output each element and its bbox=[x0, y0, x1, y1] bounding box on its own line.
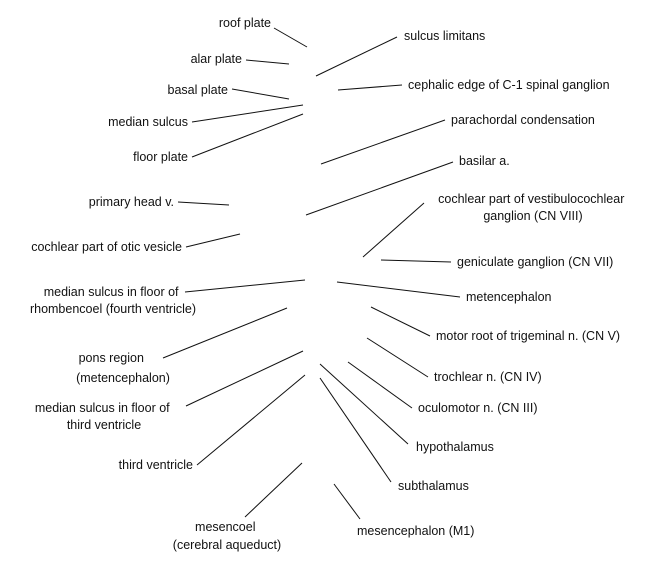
leader-primary-head-v bbox=[177, 201, 230, 206]
label-cochlear-vestibulocochlear: cochlear part of vestibulocochlear gangl… bbox=[438, 192, 628, 223]
label-basal-plate: basal plate bbox=[168, 83, 229, 97]
label-metencephalon: metencephalon bbox=[466, 290, 552, 304]
leader-third-ventricle bbox=[196, 374, 306, 466]
leader-pons-region bbox=[162, 307, 288, 359]
label-cephalic-edge-c1: cephalic edge of C-1 spinal ganglion bbox=[408, 78, 610, 92]
leader-median-sulcus bbox=[191, 104, 304, 123]
leader-hypothalamus bbox=[319, 363, 409, 445]
leader-subthalamus bbox=[319, 377, 392, 483]
label-sulcus-limitans: sulcus limitans bbox=[404, 29, 485, 43]
leader-median-sulcus-rhombencoel bbox=[184, 279, 306, 293]
label-alar-plate: alar plate bbox=[191, 52, 242, 66]
leader-median-sulcus-third-ventricle bbox=[185, 350, 304, 407]
label-oculomotor-n: oculomotor n. (CN III) bbox=[418, 401, 537, 415]
leader-cephalic-edge-c1 bbox=[337, 84, 403, 91]
leader-cochlear-otic-vesicle bbox=[185, 233, 241, 248]
label-subthalamus: subthalamus bbox=[398, 479, 469, 493]
label-floor-plate: floor plate bbox=[133, 150, 188, 164]
leader-basilar-a bbox=[305, 161, 454, 216]
leader-geniculate-ganglion bbox=[380, 259, 452, 263]
label-roof-plate: roof plate bbox=[219, 16, 271, 30]
label-trochlear-n: trochlear n. (CN IV) bbox=[434, 370, 542, 384]
label-median-sulcus-rhombencoel: median sulcus in floor of rhombencoel (f… bbox=[30, 285, 196, 316]
label-pons-region: pons region (metencephalon) bbox=[76, 351, 170, 385]
label-cochlear-otic-vesicle: cochlear part of otic vesicle bbox=[31, 240, 182, 254]
leader-parachordal-condensation bbox=[320, 119, 446, 165]
label-third-ventricle: third ventricle bbox=[119, 458, 193, 472]
label-median-sulcus-third-ventricle: median sulcus in floor of third ventricl… bbox=[35, 401, 173, 432]
leader-alar-plate bbox=[245, 59, 290, 65]
label-parachordal-condensation: parachordal condensation bbox=[451, 113, 595, 127]
label-motor-root-trigeminal: motor root of trigeminal n. (CN V) bbox=[436, 329, 620, 343]
label-basilar-a: basilar a. bbox=[459, 154, 510, 168]
leader-trochlear-n bbox=[366, 337, 429, 378]
label-primary-head-v: primary head v. bbox=[89, 195, 174, 209]
leader-sulcus-limitans bbox=[315, 36, 398, 77]
label-median-sulcus: median sulcus bbox=[108, 115, 188, 129]
leader-floor-plate bbox=[191, 113, 304, 158]
leader-metencephalon bbox=[336, 281, 461, 298]
leader-mesencoel bbox=[244, 462, 303, 518]
label-mesencephalon-m1: mesencephalon (M1) bbox=[357, 524, 474, 538]
leader-basal-plate bbox=[231, 88, 290, 100]
leader-oculomotor-n bbox=[347, 361, 413, 409]
leader-roof-plate bbox=[273, 27, 308, 48]
label-geniculate-ganglion: geniculate ganglion (CN VII) bbox=[457, 255, 613, 269]
label-hypothalamus: hypothalamus bbox=[416, 440, 494, 454]
leader-cochlear-vestibulocochlear bbox=[362, 202, 425, 258]
leader-mesencephalon-m1 bbox=[333, 483, 361, 520]
label-mesencoel: mesencoel (cerebral aqueduct) bbox=[173, 520, 281, 552]
leader-motor-root-trigeminal bbox=[370, 306, 431, 337]
